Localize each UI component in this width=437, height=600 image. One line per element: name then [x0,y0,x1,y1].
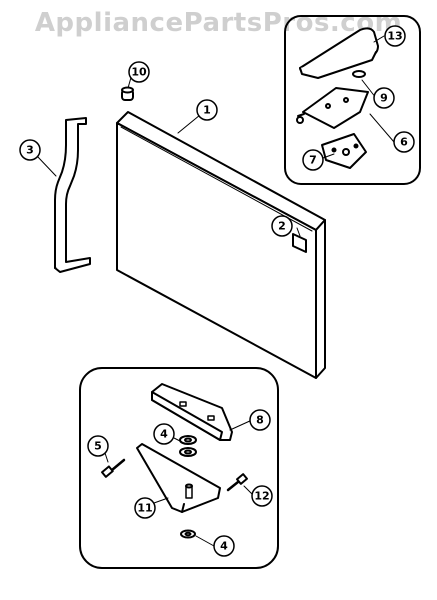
callout-2: 2 [271,215,293,237]
svg-text:13: 13 [387,30,402,43]
label-plate [292,233,307,253]
upper-hinge-plate [296,87,369,129]
svg-text:7: 7 [309,154,317,167]
right-screw [226,473,248,492]
callout-13: 13 [384,25,406,47]
hinge-pin [352,70,366,78]
callout-11: 11 [134,497,156,519]
bottom-hinge-bracket [136,443,221,513]
watermark: AppliancePartsPros.com [34,8,403,38]
hinge-cover [299,27,379,79]
svg-text:4: 4 [160,428,168,441]
door-panel [116,111,326,379]
svg-text:9: 9 [380,92,388,105]
side-bracket [54,117,91,273]
bottom-hinge-inset-box [79,367,279,569]
callout-4-lower: 4 [213,535,235,557]
callout-12: 12 [251,485,273,507]
svg-text:8: 8 [256,414,264,427]
door-stop-pin [121,86,134,101]
callout-10: 10 [128,61,150,83]
hinge-inset-box [284,15,421,185]
svg-text:3: 3 [26,144,34,157]
hinge-block [151,383,233,441]
lower-washer [180,529,196,539]
svg-text:5: 5 [94,440,102,453]
svg-text:2: 2 [278,220,286,233]
callout-7: 7 [302,149,324,171]
callout-1: 1 [196,99,218,121]
svg-text:1: 1 [203,104,211,117]
upper-washers [179,435,197,457]
svg-text:6: 6 [400,136,408,149]
leader-lines [36,35,395,547]
left-screw [101,458,126,478]
callout-9: 9 [373,87,395,109]
svg-text:10: 10 [131,66,147,79]
callout-5: 5 [87,435,109,457]
callout-3: 3 [19,139,41,161]
callout-4-upper: 4 [153,423,175,445]
svg-text:11: 11 [137,502,152,515]
svg-text:12: 12 [254,490,269,503]
callout-8: 8 [249,409,271,431]
callout-6: 6 [393,131,415,153]
svg-text:4: 4 [220,540,228,553]
